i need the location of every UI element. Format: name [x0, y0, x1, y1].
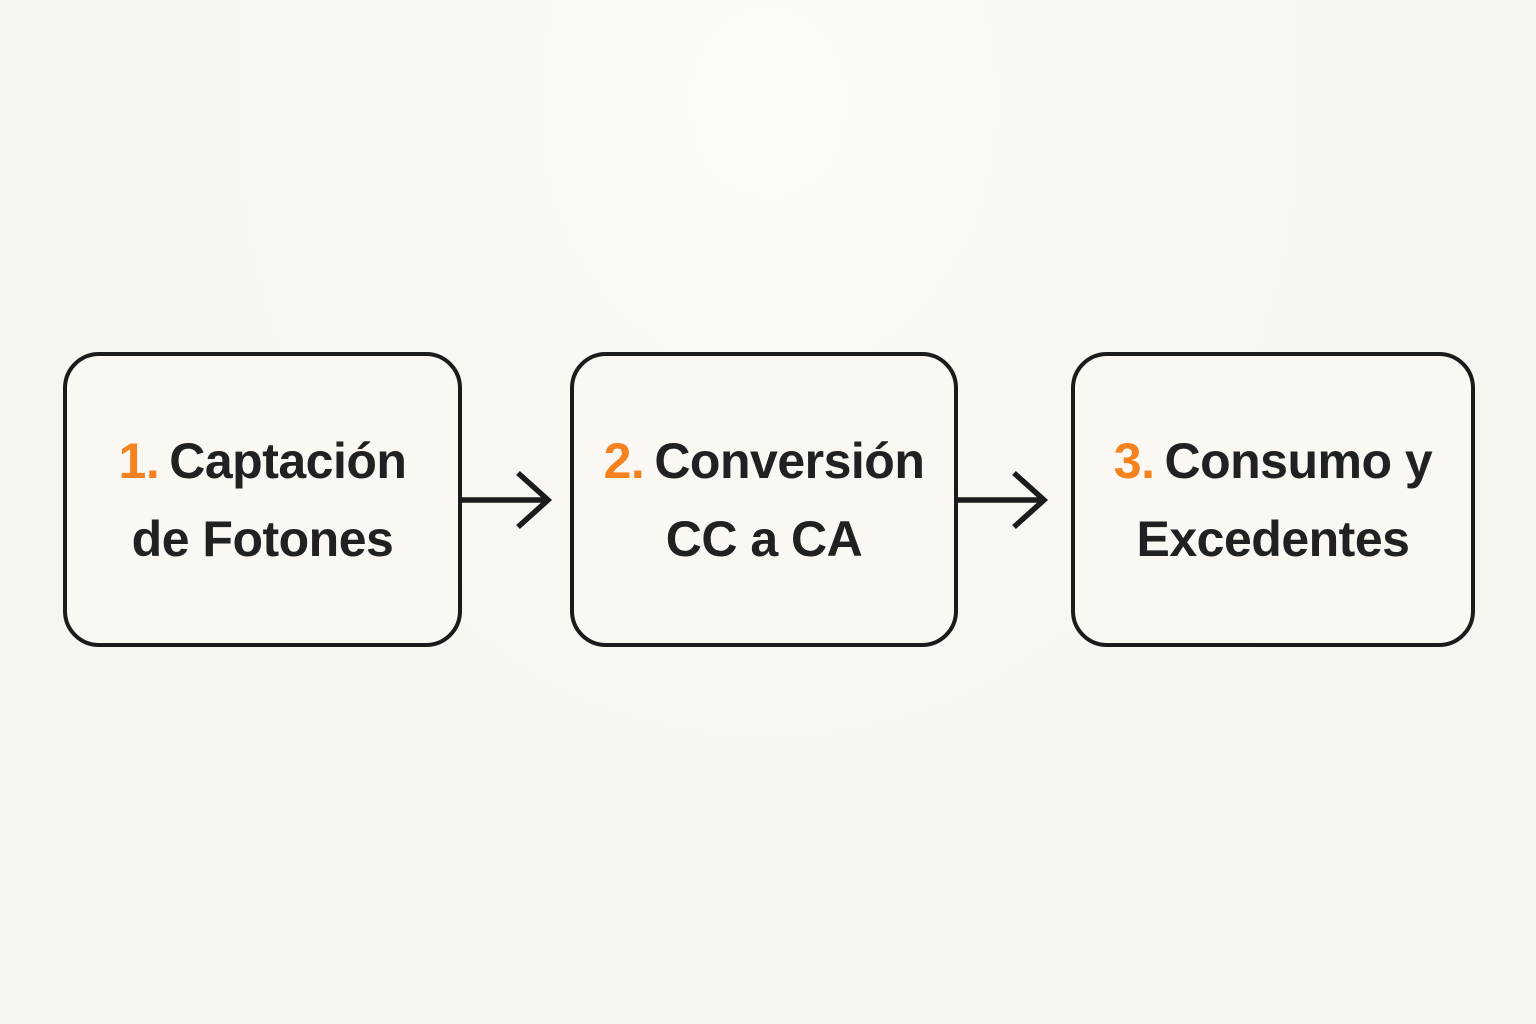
step-3-text: 3.Consumo y Excedentes: [1113, 422, 1433, 578]
step-2-label-line1: Conversión: [654, 432, 925, 489]
step-1-line1: 1.Captación: [119, 422, 407, 500]
step-box-2: 2.Conversión CC a CA: [570, 352, 958, 647]
step-box-1: 1.Captación de Fotones: [63, 352, 462, 647]
arrow-right-icon: [956, 470, 1049, 530]
arrow-right-icon: [460, 470, 553, 530]
step-2-number: 2.: [603, 432, 645, 489]
step-2-line1: 2.Conversión: [604, 422, 925, 500]
step-2-text: 2.Conversión CC a CA: [604, 422, 925, 578]
step-box-3: 3.Consumo y Excedentes: [1071, 352, 1475, 647]
step-1-label-line2: de Fotones: [131, 510, 394, 567]
step-1-text: 1.Captación de Fotones: [119, 422, 407, 578]
step-1-label-line1: Captación: [169, 432, 407, 489]
step-3-label-line2: Excedentes: [1136, 510, 1410, 567]
step-3-line1: 3.Consumo y: [1113, 422, 1433, 500]
step-1-number: 1.: [118, 432, 160, 489]
step-3-label-line1: Consumo y: [1164, 432, 1433, 489]
step-2-label-line2: CC a CA: [665, 510, 863, 567]
step-3-number: 3.: [1113, 432, 1155, 489]
